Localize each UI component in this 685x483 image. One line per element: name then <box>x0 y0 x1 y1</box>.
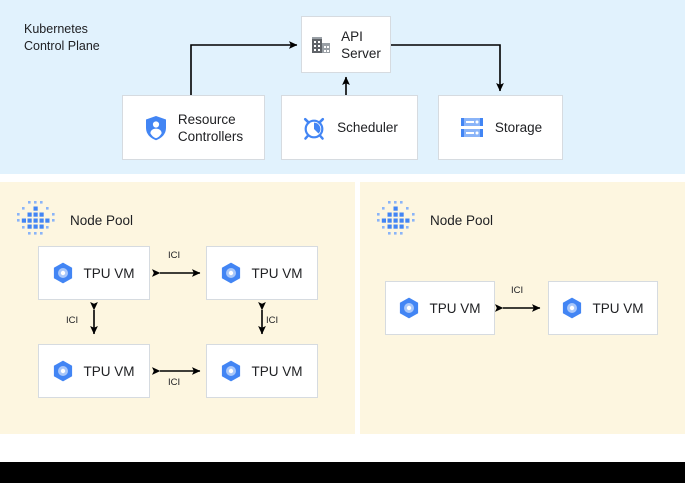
tpu-vm-label: TPU VM <box>83 363 135 379</box>
scheduler-label: Scheduler <box>337 120 398 135</box>
bottom-bar <box>0 462 685 483</box>
tpu-vm-label: TPU VM <box>251 363 303 379</box>
tpu-hexagon-icon <box>221 360 241 382</box>
node-pool-right-label: Node Pool <box>430 213 494 228</box>
alarm-clock-icon <box>301 115 327 141</box>
server-rack-icon <box>459 116 485 140</box>
storage-box[interactable]: Storage <box>438 95 563 160</box>
ici-label: ICI <box>66 315 79 326</box>
tpu-vm-box[interactable]: TPU VM <box>385 281 495 335</box>
tpu-vm-box[interactable]: TPU VM <box>206 344 318 398</box>
resource-controllers-label: Resource Controllers <box>177 111 244 144</box>
ici-label: ICI <box>511 285 524 296</box>
control-plane-label: Kubernetes Control Plane <box>24 22 100 53</box>
tpu-vm-box[interactable]: TPU VM <box>548 281 658 335</box>
tpu-hexagon-icon <box>221 262 241 284</box>
storage-label: Storage <box>494 120 543 135</box>
scheduler-box[interactable]: Scheduler <box>281 95 418 160</box>
node-pool-left-label: Node Pool <box>70 213 134 228</box>
tpu-vm-label: TPU VM <box>83 265 135 281</box>
tpu-vm-box[interactable]: TPU VM <box>38 246 150 300</box>
tpu-vm-box[interactable]: TPU VM <box>206 246 318 300</box>
node-pool-right-header: Node Pool <box>376 198 493 243</box>
tpu-hexagon-icon <box>399 297 419 319</box>
resource-controllers-box[interactable]: Resource Controllers <box>122 95 265 160</box>
api-server-box[interactable]: API Server <box>301 16 391 73</box>
tpu-vm-label: TPU VM <box>592 300 644 316</box>
tpu-hexagon-icon <box>53 360 73 382</box>
tpu-vm-box[interactable]: TPU VM <box>38 344 150 398</box>
building-icon <box>311 35 331 55</box>
tpu-vm-label: TPU VM <box>429 300 481 316</box>
ici-label: ICI <box>168 377 181 388</box>
shield-person-icon <box>144 115 168 141</box>
tpu-vm-label: TPU VM <box>251 265 303 281</box>
api-server-label: API Server <box>341 28 381 61</box>
node-pool-dots-icon <box>376 198 416 243</box>
ici-label: ICI <box>168 250 181 261</box>
ici-label: ICI <box>266 315 279 326</box>
node-pool-dots-icon <box>16 198 56 243</box>
node-pool-left-header: Node Pool <box>16 198 133 243</box>
tpu-hexagon-icon <box>53 262 73 284</box>
tpu-hexagon-icon <box>562 297 582 319</box>
